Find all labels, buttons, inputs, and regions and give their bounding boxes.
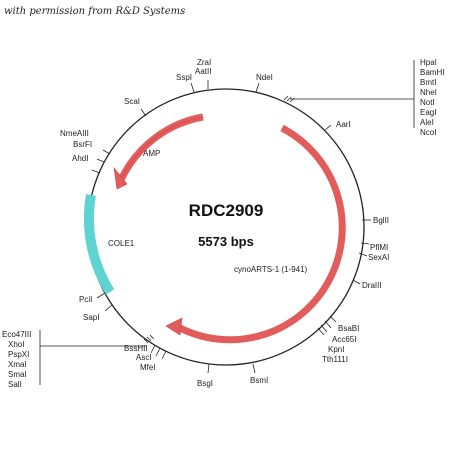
site-label-tth111i: Tth111I [322,355,348,364]
mcs-right-list: HpaI BamHI BmtI NheI NotI EagI AleI NcoI [420,58,444,137]
mcs-right-hatch [283,95,295,103]
site-label-bglii: BglII [373,216,389,225]
site-label-bsrfl: BsrFI [73,140,92,149]
site-label-bsgl: BsgI [197,379,213,388]
cole1-bar [83,194,115,295]
site-label-bsabi: BsaBI [338,324,359,333]
amp-arc-edge [120,116,204,181]
feature-label-cole1: COLE1 [108,239,135,248]
site-label-dralll: DraIII [362,281,382,290]
site-label-aarl: AarI [336,120,351,129]
feature-label-cynoarts: cynoARTS-1 (1-941) [234,265,308,274]
mcs-left-item: XmaI [8,360,27,369]
mcs-right-item: AleI [420,118,434,127]
mcs-left-item: PspXI [8,350,29,359]
mcs-left-item: Eco47III [2,330,31,339]
amp-arrowhead [113,166,128,190]
site-label-bsshii: BssHII [124,344,148,353]
site-label-pfimi: PflMI [370,243,388,252]
site-label-sapl: SapI [83,313,99,322]
mcs-right-item: NheI [420,88,437,97]
plasmid-size: 5573 bps [198,234,254,249]
site-label-pcil: PciI [79,295,92,304]
site-label-bsml: BsmI [250,376,268,385]
mcs-left-item: XhoI [8,340,24,349]
mcs-right-item: BmtI [420,78,436,87]
site-label-mfel: MfeI [140,363,156,372]
credit-text: with permission from R&D Systems [4,6,186,17]
mcs-right-item: BamHI [420,68,444,77]
mcs-left-hatch [143,334,155,344]
mcs-left-connector [39,330,146,385]
mcs-right-item: NcoI [420,128,436,137]
site-label-aatll: AatII [195,67,211,76]
mcs-right-item: NotI [420,98,435,107]
mcs-left-list: Eco47III XhoI PspXI XmaI SmaI SalI [2,330,31,389]
site-label-sexal: SexAI [368,253,389,262]
site-label-sspl: SspI [176,73,192,82]
site-ticks [91,80,371,374]
site-label-ahdl: AhdI [72,154,88,163]
plasmid-name: RDC2909 [189,201,264,220]
site-label-acc65i: Acc65I [332,335,356,344]
mcs-left-item: SmaI [8,370,27,379]
mcs-right-item: HpaI [420,58,437,67]
site-label-ascl: AscI [136,353,152,362]
mcs-right-item: EagI [420,108,436,117]
site-label-kpni: KpnI [328,345,344,354]
cynoarts-arrowhead [165,317,183,336]
mcs-right-connector [290,60,415,128]
site-label-ndel: NdeI [256,73,273,82]
cynoarts-arc [176,124,346,344]
site-label-nmeaiii: NmeAIII [60,129,89,138]
backbone-circle [87,88,365,366]
mcs-left-item: SalI [8,380,22,389]
site-label-zral: ZraI [197,58,211,67]
amp-arc [117,113,204,182]
feature-label-amp: AMP [143,149,160,158]
site-label-scal: ScaI [124,97,140,106]
